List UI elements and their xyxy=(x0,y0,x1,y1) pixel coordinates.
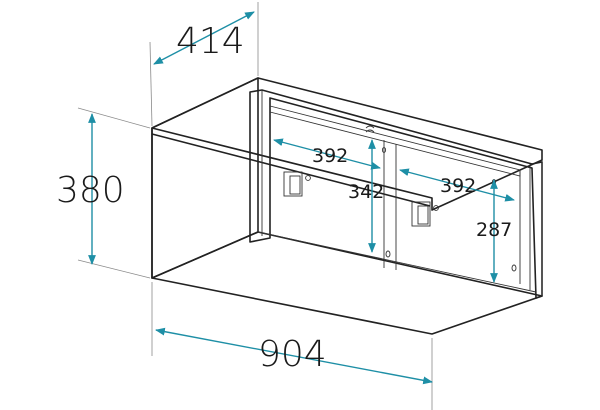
left-side-panel xyxy=(151,77,259,279)
inner-height-right-label: 287 xyxy=(476,219,512,241)
width-dimension-line xyxy=(155,327,433,385)
shelf-left-width-label: 392 xyxy=(312,145,348,167)
shelf-right-width-label: 392 xyxy=(440,175,476,197)
cabinet-body xyxy=(151,77,543,335)
shelf-pin-hole xyxy=(511,264,517,272)
inner-height-left-label: 342 xyxy=(348,181,384,203)
dimension-lines xyxy=(88,11,515,385)
depth-label: 414 xyxy=(176,21,245,62)
inner-back-frame xyxy=(249,89,543,299)
top-panel xyxy=(151,77,543,211)
shelf-pin-hole xyxy=(385,250,391,258)
width-label: 904 xyxy=(258,334,327,375)
hinge-right xyxy=(411,201,439,227)
hinge-left xyxy=(283,171,311,197)
wall-mount-mark xyxy=(365,125,375,133)
shelf-pin-hole xyxy=(381,147,387,153)
front-bottom-face xyxy=(151,231,543,335)
height-label: 380 xyxy=(56,170,125,211)
depth-dimension-line xyxy=(153,11,255,65)
top-rail xyxy=(269,105,521,177)
shelf-left-dimension-line xyxy=(273,138,381,170)
dimension-labels: 414 380 904 392 392 342 287 xyxy=(56,21,512,375)
floor-line xyxy=(257,231,537,293)
